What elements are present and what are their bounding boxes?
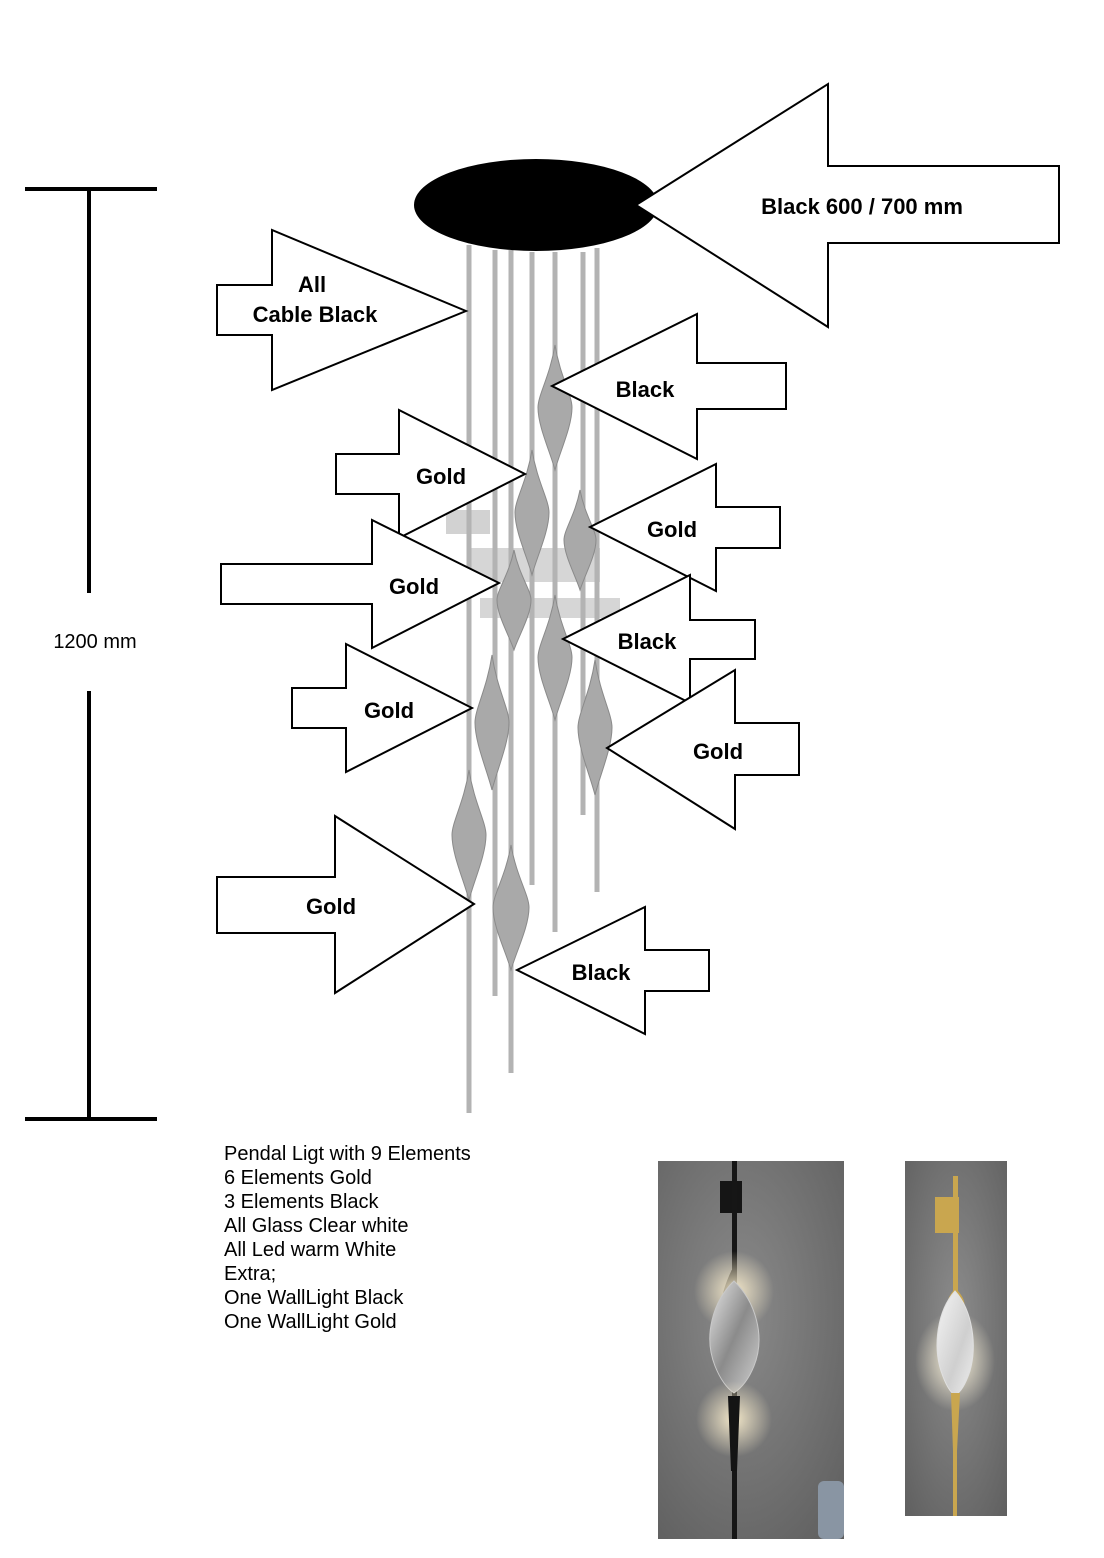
- arrow-shape: [549, 312, 787, 461]
- callout-label: Gold: [389, 574, 439, 599]
- arrow-shape: [216, 228, 469, 392]
- pendant-rod: [552, 252, 558, 932]
- spec-line: One WallLight Gold: [224, 1311, 397, 1333]
- spec-line: All Led warm White: [224, 1239, 397, 1261]
- callout-label-line-2: Cable Black: [253, 302, 378, 327]
- callout-element-black-3: Black: [514, 905, 710, 1036]
- wall-light-gold-icon: [905, 1161, 1007, 1516]
- glass-drop: [514, 449, 550, 577]
- spec-line: 3 Elements Black: [224, 1191, 379, 1213]
- callout-element-gold-3: Gold: [220, 518, 502, 650]
- pendant-rod: [466, 245, 472, 1113]
- arrow-shape: [220, 518, 502, 650]
- arrow-shape: [335, 408, 528, 540]
- glass-drop: [451, 769, 487, 902]
- pendant-rod: [594, 248, 600, 892]
- pendant-rod: [492, 250, 498, 996]
- callout-canopy: Black 600 / 700 mm: [634, 82, 1060, 329]
- callout-label-line-1: All: [298, 272, 326, 297]
- specification-list: Pendal Ligt with 9 Elements 6 Elements G…: [224, 1142, 471, 1334]
- callout-label: Black: [618, 629, 677, 654]
- callout-element-gold-2: Gold: [587, 462, 781, 593]
- spec-line: One WallLight Black: [224, 1287, 404, 1309]
- dimension-label: 1200 mm: [53, 631, 136, 653]
- arrow-shape: [216, 814, 476, 995]
- spec-line: 6 Elements Gold: [224, 1167, 372, 1189]
- glass-drop: [474, 654, 510, 791]
- callout-label: Gold: [647, 517, 697, 542]
- ceiling-canopy: [414, 159, 658, 251]
- callout-label: Black: [616, 377, 675, 402]
- height-dimension: 1200 mm: [25, 187, 157, 1121]
- arrow-shape: [560, 573, 756, 705]
- callout-label: Black: [572, 960, 631, 985]
- callout-element-gold-4: Gold: [291, 642, 475, 774]
- wall-light-gold-photo: [905, 1161, 1007, 1516]
- arrow-shape: [291, 642, 475, 774]
- wall-light-black-photo: [658, 1161, 844, 1539]
- spec-line: Extra;: [224, 1263, 277, 1285]
- spec-line: All Glass Clear white: [224, 1215, 409, 1237]
- callout-label: Gold: [693, 739, 743, 764]
- pendant-rod: [508, 250, 514, 1073]
- callout-label: Gold: [306, 894, 356, 919]
- callout-element-gold-5: Gold: [605, 668, 800, 831]
- pendant-light-illustration: [446, 245, 620, 1113]
- wall-light-black-icon: [658, 1161, 844, 1539]
- callout-label: Black 600 / 700 mm: [761, 194, 963, 219]
- glass-drop: [496, 549, 532, 652]
- callout-cable: All Cable Black: [216, 228, 469, 392]
- callout-element-black-1: Black: [549, 312, 787, 461]
- arrow-shape: [634, 82, 1060, 329]
- callout-element-gold-1: Gold: [335, 408, 528, 540]
- callout-element-black-2: Black: [560, 573, 756, 705]
- arrow-shape: [587, 462, 781, 593]
- glass-drop: [577, 659, 613, 796]
- callout-label: Gold: [364, 698, 414, 723]
- glass-drop: [537, 344, 573, 472]
- arrow-shape: [605, 668, 800, 831]
- spec-line: Pendal Ligt with 9 Elements: [224, 1143, 471, 1165]
- arrow-shape: [514, 905, 710, 1036]
- glass-drop: [492, 844, 530, 972]
- callout-label: Gold: [416, 464, 466, 489]
- glass-drop: [537, 594, 573, 722]
- callout-element-gold-6: Gold: [216, 814, 476, 995]
